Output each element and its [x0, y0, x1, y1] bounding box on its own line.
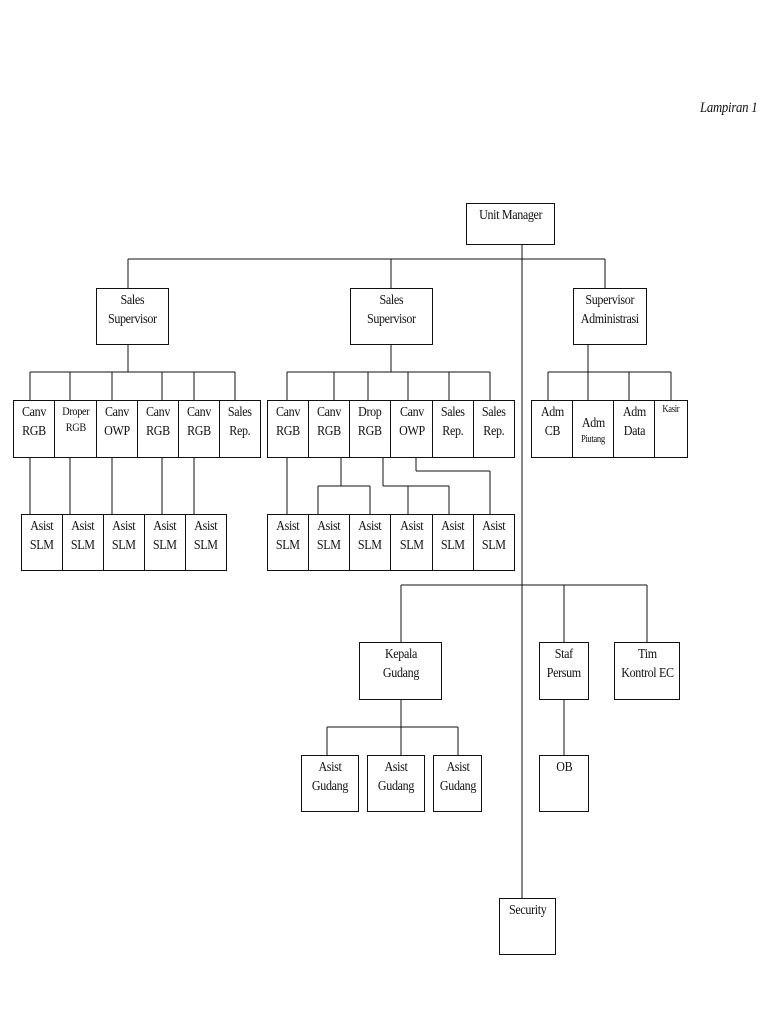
node-label: Asist SLM	[153, 519, 177, 553]
node-label: Asist Gudang	[311, 760, 349, 794]
node-label: Sales Rep.	[228, 405, 252, 439]
node-g2-asist-slm-6: Asist SLM	[473, 514, 515, 571]
node-label: Droper RGB	[61, 404, 90, 434]
node-label: Tim Kontrol EC	[620, 647, 674, 681]
node-label: Unit Manager	[478, 208, 543, 223]
node-g2-sales-rep-1: Sales Rep.	[432, 400, 474, 458]
node-label: Canv RGB	[275, 405, 301, 439]
node-label: Canv RGB	[21, 405, 47, 439]
node-label: Sales Rep.	[482, 405, 506, 439]
node-label: Canv RGB	[316, 405, 342, 439]
node-tim-kontrol-ec: Tim Kontrol EC	[614, 642, 680, 700]
node-label: Staf Persum	[546, 647, 582, 681]
node-label: Canv OWP	[104, 405, 130, 439]
node-label: Kepala Gudang	[382, 647, 419, 681]
node-label: Adm CB	[540, 405, 564, 439]
node-g2-asist-slm-2: Asist SLM	[308, 514, 350, 571]
node-g1-asist-slm-4: Asist SLM	[144, 514, 186, 571]
node-label: Canv RGB	[186, 405, 212, 439]
node-label: Sales Supervisor	[367, 293, 416, 327]
node-g1-canv-owp: Canv OWP	[96, 400, 138, 458]
node-label: Asist SLM	[194, 519, 218, 553]
node-label: Supervisor Administrasi	[580, 293, 640, 327]
node-g2-canv-rgb-1: Canv RGB	[267, 400, 309, 458]
node-label-top: Adm	[581, 415, 605, 431]
node-kasir: Kasir	[654, 400, 688, 458]
node-staf-persum: Staf Persum	[539, 642, 589, 700]
node-g1-canv-rgb-2: Canv RGB	[137, 400, 179, 458]
node-g1-asist-slm-3: Asist SLM	[103, 514, 145, 571]
node-label: Canv OWP	[398, 405, 425, 439]
node-g2-canv-owp: Canv OWP	[390, 400, 433, 458]
node-g2-canv-rgb-2: Canv RGB	[308, 400, 350, 458]
node-adm-data: Adm Data	[613, 400, 655, 458]
node-label: Asist SLM	[112, 519, 136, 553]
node-supervisor-administrasi: Supervisor Administrasi	[573, 288, 647, 345]
node-g1-canv-rgb-1: Canv RGB	[13, 400, 55, 458]
node-label: Asist SLM	[71, 519, 95, 553]
node-g1-sales-rep: Sales Rep.	[219, 400, 261, 458]
node-g2-drop-rgb: Drop RGB	[349, 400, 391, 458]
node-label: Asist SLM	[399, 519, 424, 553]
node-label: Sales Rep.	[441, 405, 465, 439]
node-label: Asist Gudang	[439, 760, 476, 794]
node-g2-asist-slm-4: Asist SLM	[390, 514, 433, 571]
node-g2-sales-rep-2: Sales Rep.	[473, 400, 515, 458]
node-ob: OB	[539, 755, 589, 812]
node-label: Asist SLM	[358, 519, 382, 553]
node-asist-gudang-1: Asist Gudang	[301, 755, 359, 812]
node-label: Asist SLM	[441, 519, 465, 553]
node-unit-manager: Unit Manager	[466, 203, 555, 245]
node-label: Asist SLM	[30, 519, 54, 553]
node-security: Security	[499, 898, 556, 955]
node-label: Asist SLM	[317, 519, 341, 553]
node-g1-canv-rgb-3: Canv RGB	[178, 400, 220, 458]
node-asist-gudang-2: Asist Gudang	[367, 755, 425, 812]
node-label: Sales Supervisor	[108, 293, 157, 327]
node-label: OB	[555, 760, 573, 775]
node-g1-droper-rgb: Droper RGB	[54, 400, 97, 458]
node-g2-asist-slm-3: Asist SLM	[349, 514, 391, 571]
node-label: Asist SLM	[482, 519, 506, 553]
node-g2-asist-slm-5: Asist SLM	[432, 514, 474, 571]
node-g1-asist-slm-2: Asist SLM	[62, 514, 104, 571]
node-label: Drop RGB	[358, 405, 382, 439]
node-g1-asist-slm-1: Asist SLM	[21, 514, 63, 571]
node-kepala-gudang: Kepala Gudang	[359, 642, 442, 700]
node-asist-gudang-3: Asist Gudang	[433, 755, 482, 812]
page-label: Lampiran 1	[700, 100, 758, 116]
node-g2-asist-slm-1: Asist SLM	[267, 514, 309, 571]
node-adm-piutang: Adm Piutang	[572, 400, 614, 458]
node-label: Adm Data	[622, 405, 646, 439]
node-label: Asist Gudang	[377, 760, 415, 794]
node-label: Asist SLM	[276, 519, 300, 553]
node-sales-supervisor-2: Sales Supervisor	[350, 288, 433, 345]
node-label: Kasir	[662, 404, 680, 415]
node-label: Security	[508, 903, 547, 918]
node-label-bottom: Piutang	[581, 433, 605, 445]
node-sales-supervisor-1: Sales Supervisor	[96, 288, 169, 345]
node-g1-asist-slm-5: Asist SLM	[185, 514, 227, 571]
node-adm-cb: Adm CB	[531, 400, 573, 458]
node-label: Canv RGB	[145, 405, 171, 439]
